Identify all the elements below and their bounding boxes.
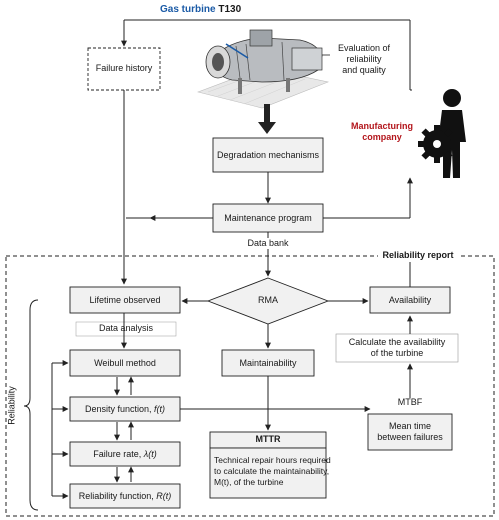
worker-with-gear-icon [418,89,466,178]
reliability-fn: R(t) [156,491,172,501]
mean-time-box [367,413,453,451]
mttr-desc-line-2: to calculate the maintainability, [214,466,330,476]
weibull-label: Weibull method [94,358,156,368]
manufacturer-line-2: company [362,132,402,142]
mttr-desc-box [209,447,327,499]
failure-rate-fn: λ(t) [143,449,157,459]
maintainability-label: Maintainability [239,358,297,368]
evaluation-line-1: Evaluation of [337,43,391,53]
reliability-function-box [69,483,181,509]
data-analysis-label: Data analysis [98,323,154,333]
failure-rate-prefix: Failure rate, [93,449,144,459]
gas-turbine-illustration [196,29,330,109]
density-fn: f(t) [154,404,166,414]
mean-time-label: Mean time between failures [368,421,452,443]
data-analysis-box [75,321,177,337]
left-feedback-arrows [51,360,69,499]
data-bank-label: Data bank [238,238,298,249]
rma-label: RMA [258,295,278,305]
degradation-box [212,137,324,173]
maintainability-box [221,349,315,377]
lifetime-observed-box [69,286,181,314]
mean-time-line-2: between failures [377,432,443,442]
calc-availability-line-1: Calculate the availability [348,337,446,347]
chain-arrows [114,376,134,483]
calc-availability-label: Calculate the availability of the turbin… [336,337,458,359]
reliability-report-label: Reliability report [378,250,458,261]
mttr-desc-label: Technical repair hours required to calcu… [214,455,331,488]
mttr-desc-line-3: M(t), of the turbine [214,477,284,487]
calc-availability-box [335,333,459,363]
failure-rate-label: Failure rate, λ(t) [70,449,180,460]
reliability-report-region [5,255,495,517]
gas-turbine-prefix: Gas turbine [160,4,219,15]
failure-history-box [87,47,161,91]
calc-availability-line-2: of the turbine [370,348,424,358]
gas-turbine-model: T130 [218,4,242,15]
feedback-loop-top [121,19,412,91]
manufacturer-loop [323,177,413,219]
density-function-label: Density function, f(t) [70,404,180,415]
gas-turbine-title: Gas turbine T130 [160,4,241,15]
evaluation-label: Evaluation of reliability and quality [328,43,400,76]
mttr-desc-line-1: Technical repair hours required [214,455,331,465]
availability-box [369,286,451,314]
reliability-function-label: Reliability function, R(t) [70,491,180,502]
maintenance-program-label: Maintenance program [224,213,312,223]
density-function-box [69,396,181,422]
failure-history-label: Failure history [95,63,153,73]
thick-arrow-down [258,104,276,134]
reliability-brace [23,299,39,511]
mtbf-label: MTBF [397,397,423,407]
lifetime-observed-label: Lifetime observed [89,295,161,305]
reliability-prefix: Reliability function, [78,491,157,501]
manufacturer-line-1: Manufacturing [351,121,413,131]
degradation-label: Degradation mechanisms [216,150,320,160]
evaluation-line-2: reliability [346,54,382,64]
evaluation-line-3: and quality [342,65,386,75]
density-prefix: Density function, [84,404,155,414]
reliability-side-label: Reliability [6,386,17,425]
mean-time-line-1: Mean time [388,421,432,431]
failure-rate-box [69,441,181,467]
manufacturer-label: Manufacturing company [346,121,418,143]
turbine-pointer [225,43,249,59]
weibull-box [69,349,181,377]
availability-label: Availability [388,295,432,305]
mttr-label: MTTR [255,434,281,444]
